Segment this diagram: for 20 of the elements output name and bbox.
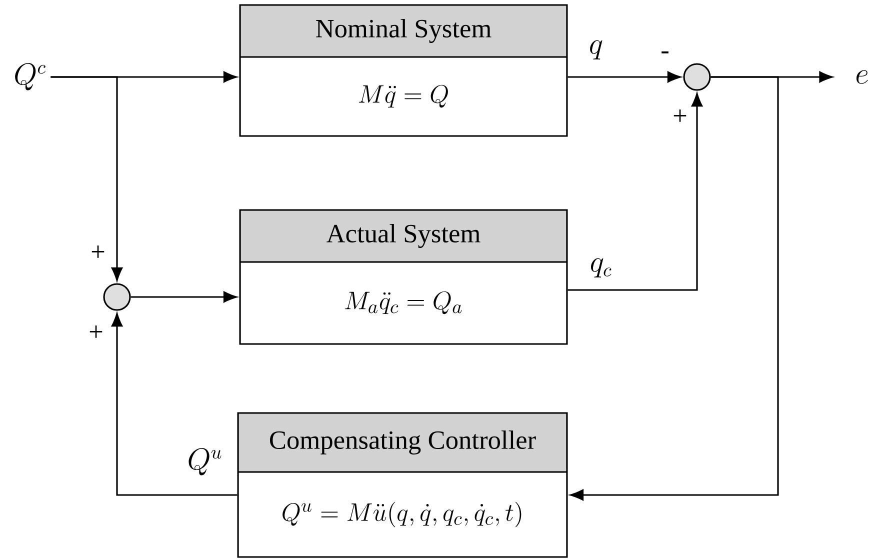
summing-junction — [103, 283, 131, 311]
edge-label: $q$ — [587, 38, 605, 62]
summing-junction — [683, 63, 711, 91]
block-box: Compensating Controller $Q^u = M\ddot{u}(q, \dot{q}, q_c, \dot{q}_c, t)$ — [237, 412, 568, 558]
signal-label: $e$ — [856, 70, 868, 84]
sign-label: - — [662, 51, 668, 54]
arrow — [570, 76, 779, 501]
block-box: Nominal System $M\ddot{q} = Q$ — [239, 4, 568, 137]
sign-label: + — [674, 110, 686, 122]
sign-label: + — [90, 326, 102, 338]
signal-label: $Q^c$ — [15, 63, 46, 90]
edge-label: $q_c$ — [588, 256, 614, 280]
arrow — [130, 291, 237, 303]
edge-label: $Q^u$ — [186, 446, 224, 478]
sign-label: + — [92, 246, 104, 258]
arrow — [111, 313, 238, 496]
arrow — [568, 71, 681, 83]
arrow — [568, 93, 703, 291]
arrow — [50, 76, 123, 281]
block-box: Actual System $M_a\ddot{q}_c = Q_a$ — [239, 209, 568, 345]
